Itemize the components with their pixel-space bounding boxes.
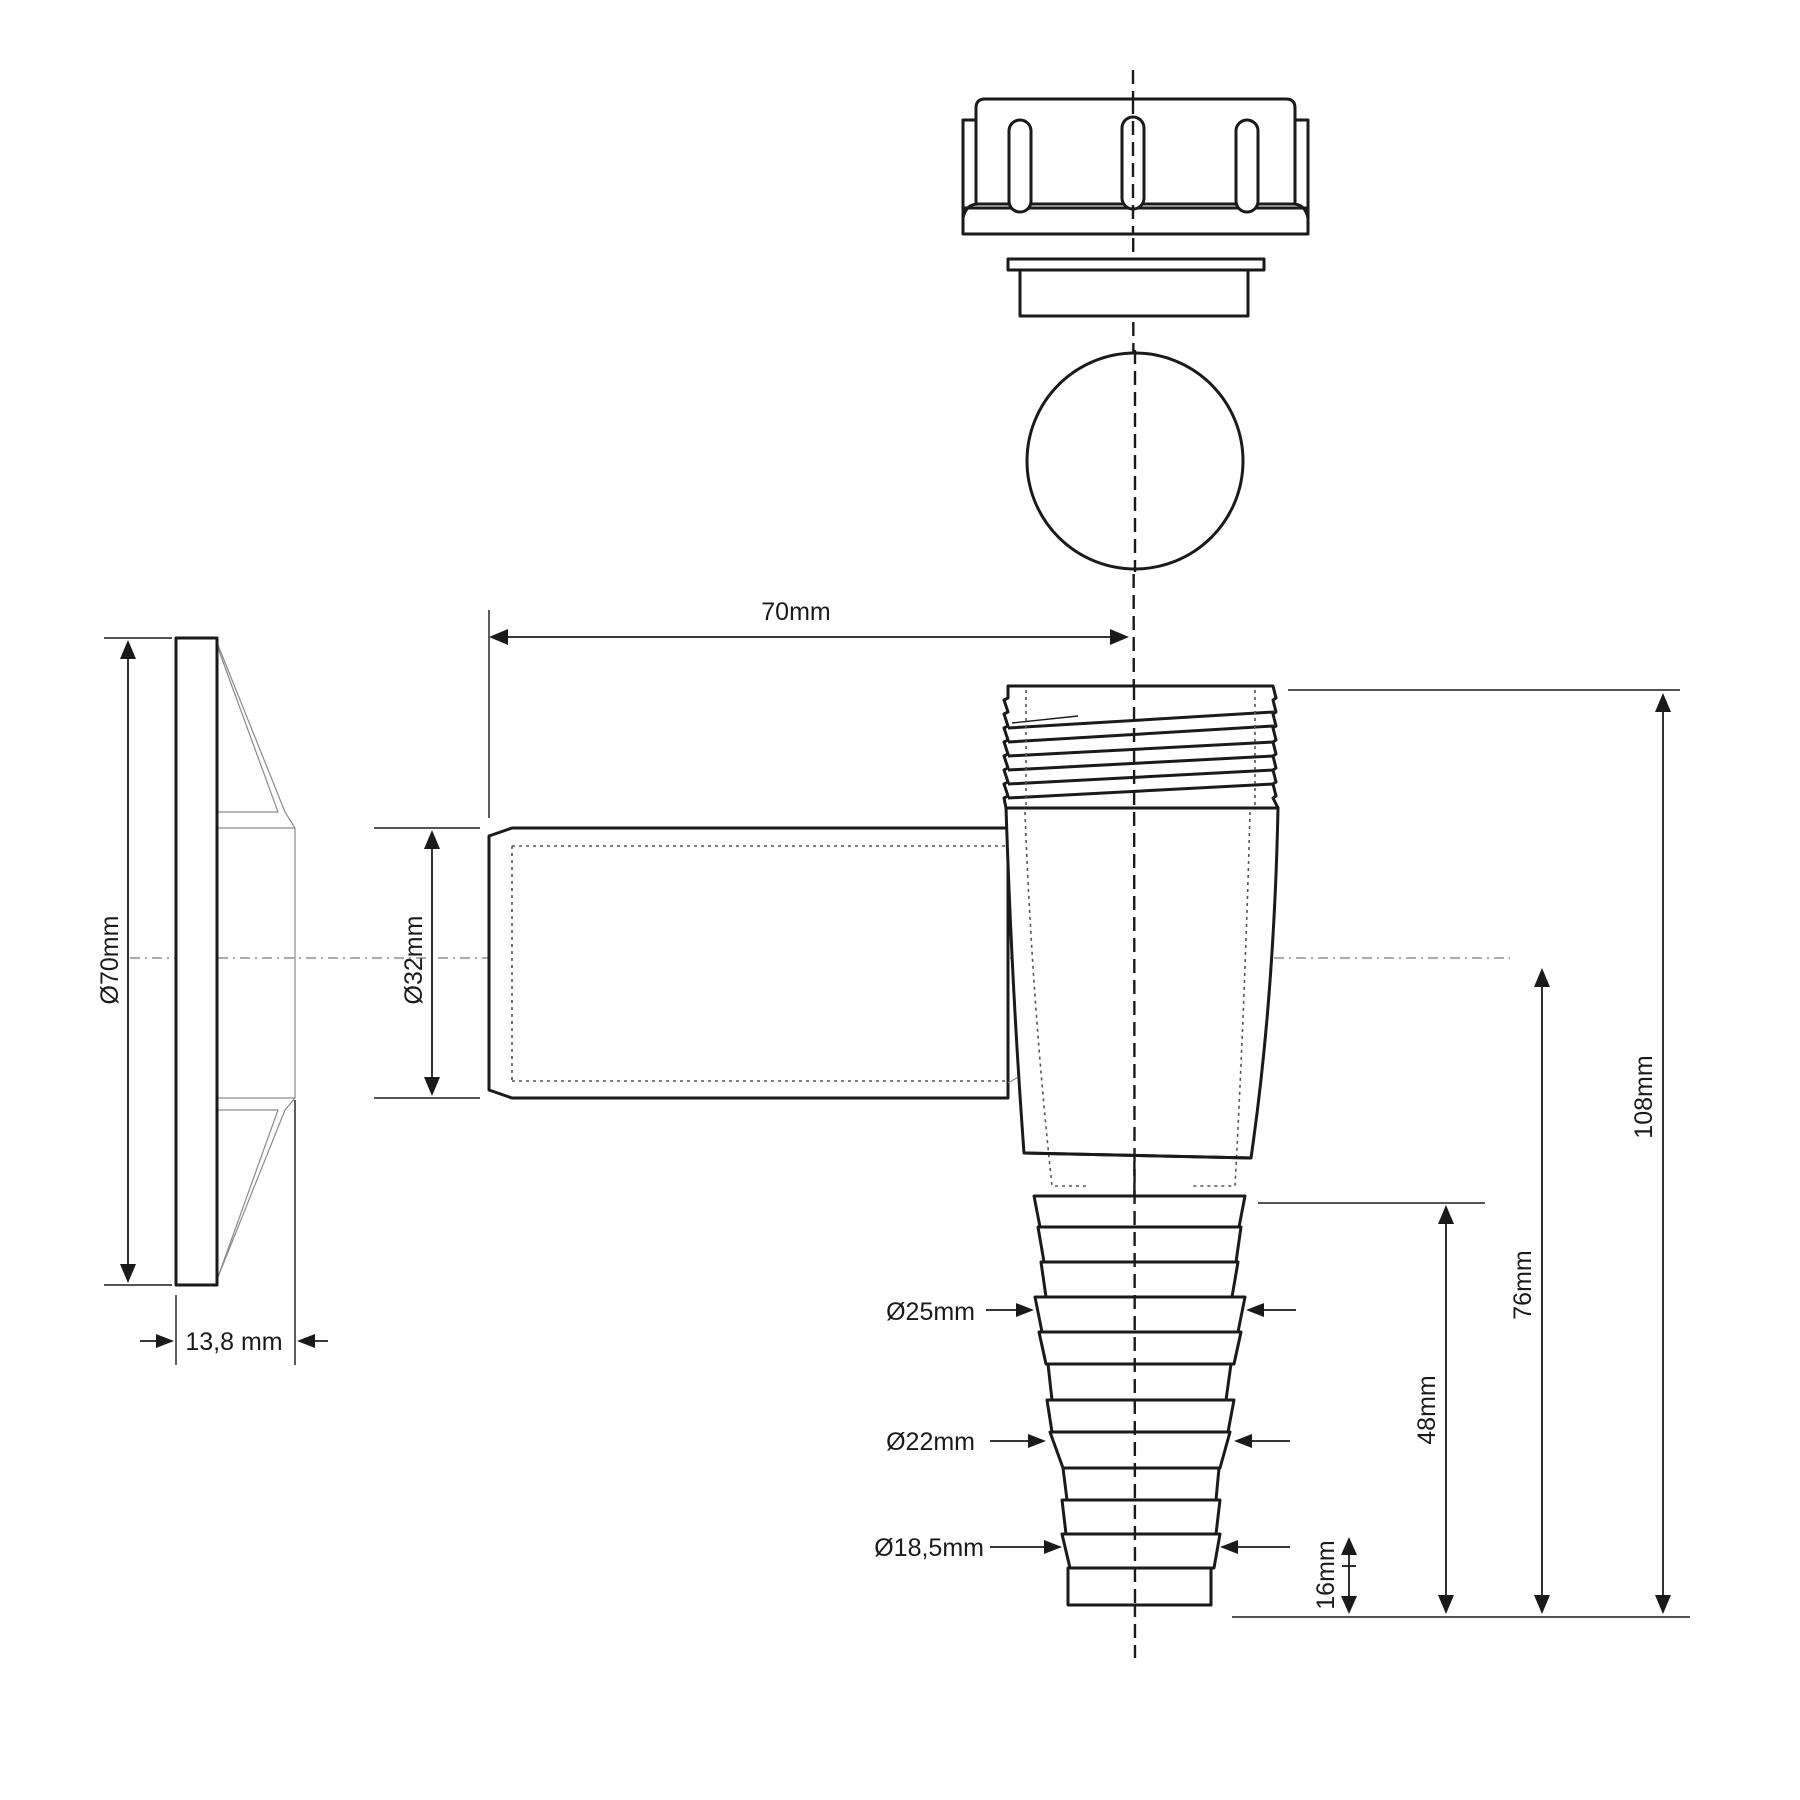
dim-pipe-length: 70mm: [488, 598, 1129, 818]
nut-grip-slot-left: [1007, 118, 1033, 214]
dim-d70-arrow-bottom: [120, 1264, 136, 1283]
dim-48-arrow-top: [1438, 1205, 1454, 1224]
dim-108-arrow-bottom: [1655, 1595, 1671, 1614]
thread-start: [1011, 715, 1079, 724]
dim-16-label: 16mm: [1312, 1540, 1340, 1609]
dim-138-arrow-right: [297, 1334, 315, 1348]
hose-spigot: [1032, 1194, 1247, 1607]
trap-body: [1002, 684, 1280, 1607]
dim-spigot-d22: Ø22mm: [886, 1428, 1290, 1456]
spigot-rib-7: [1045, 1398, 1236, 1434]
dim-d22-label: Ø22mm: [886, 1428, 975, 1456]
dim-d185-label: Ø18,5mm: [874, 1534, 984, 1562]
dim-138-arrow-left: [156, 1334, 174, 1348]
dim-height-spigot: 48mm: [1258, 1202, 1485, 1614]
washer-flange: [1006, 257, 1266, 272]
body-shell: [1004, 806, 1280, 1160]
body-bottom-rim: [1023, 1151, 1252, 1160]
thread-helix: [1007, 710, 1275, 800]
spigot-rib-10: [1060, 1498, 1222, 1536]
dim-flange-diameter: Ø70mm: [96, 637, 172, 1286]
dim-flange-thickness: 13,8 mm: [140, 1100, 328, 1365]
flange-cone-upper: [217, 647, 279, 813]
body-inner-wall: [1024, 811, 1251, 1187]
dim-d25-arrow-left: [1016, 1303, 1034, 1317]
flange-cone-lower: [217, 1109, 279, 1278]
dim-d22-arrow-right: [1234, 1434, 1252, 1448]
dim-d185-arrow-right: [1220, 1540, 1238, 1554]
dim-pipe-diameter: Ø32mm: [374, 827, 480, 1099]
spigot-rib-5: [1037, 1330, 1243, 1366]
spigot-rib-3: [1039, 1260, 1240, 1299]
spigot-rib-11: [1060, 1532, 1222, 1570]
dim-108-arrow-top: [1655, 693, 1671, 712]
spigot-rib-8: [1048, 1430, 1232, 1470]
spigot-rib-2: [1036, 1225, 1243, 1264]
dim-d70-label: Ø70mm: [96, 916, 124, 1005]
dim-48-label: 48mm: [1413, 1375, 1441, 1444]
dim-108-label: 108mm: [1630, 1055, 1658, 1138]
dim-76-label: 76mm: [1509, 1250, 1537, 1319]
dim-d25-label: Ø25mm: [886, 1298, 975, 1326]
dim-d25-arrow-right: [1246, 1303, 1264, 1317]
spigot-tip: [1066, 1566, 1213, 1607]
spigot-rib-1: [1032, 1194, 1247, 1229]
inlet-pipe-inner-bore: [511, 845, 1008, 1082]
dim-d32-label: Ø32mm: [400, 916, 428, 1005]
dim-70-arrow-right: [1110, 629, 1129, 645]
dim-16-arrow-top: [1341, 1537, 1357, 1555]
dim-48-arrow-bottom: [1438, 1595, 1454, 1614]
dim-76-arrow-top: [1534, 968, 1550, 987]
dim-d185-arrow-left: [1044, 1540, 1062, 1554]
dim-d70-arrow-top: [120, 640, 136, 659]
dim-d22-arrow-left: [1028, 1434, 1046, 1448]
dim-d32-arrow-top: [424, 830, 440, 849]
dim-height-axis: 76mm: [1509, 968, 1550, 1614]
dim-d32-arrow-bottom: [424, 1077, 440, 1096]
dim-spigot-d25: Ø25mm: [886, 1298, 1296, 1326]
spigot-rib-9: [1061, 1466, 1221, 1502]
thread-inner-bore: [1025, 690, 1256, 806]
dim-height-total: 108mm: [1288, 689, 1680, 1614]
flange-cone-outline: [215, 639, 296, 1283]
dim-16-arrow-bottom: [1341, 1596, 1357, 1614]
dim-spigot-d185: Ø18,5mm: [874, 1534, 1290, 1562]
washer: [1006, 257, 1266, 318]
axis-overlay-body: [1132, 685, 1137, 1606]
dim-height-tip: 16mm: [1312, 1537, 1357, 1614]
flange-plate: [174, 636, 219, 1287]
spigot-rib-6: [1046, 1362, 1233, 1402]
union-nut: [961, 97, 1310, 236]
dim-138-label: 13,8 mm: [185, 1328, 282, 1356]
dim-70-arrow-left: [489, 629, 508, 645]
spigot-rib-4: [1033, 1295, 1247, 1334]
dim-70-label: 70mm: [761, 598, 830, 626]
dim-76-arrow-bottom: [1534, 1595, 1550, 1614]
inlet-pipe-body: [487, 826, 1010, 1100]
washer-body: [1018, 268, 1250, 318]
wall-flange: [174, 636, 296, 1287]
nut-grip-slot-right: [1234, 118, 1260, 214]
